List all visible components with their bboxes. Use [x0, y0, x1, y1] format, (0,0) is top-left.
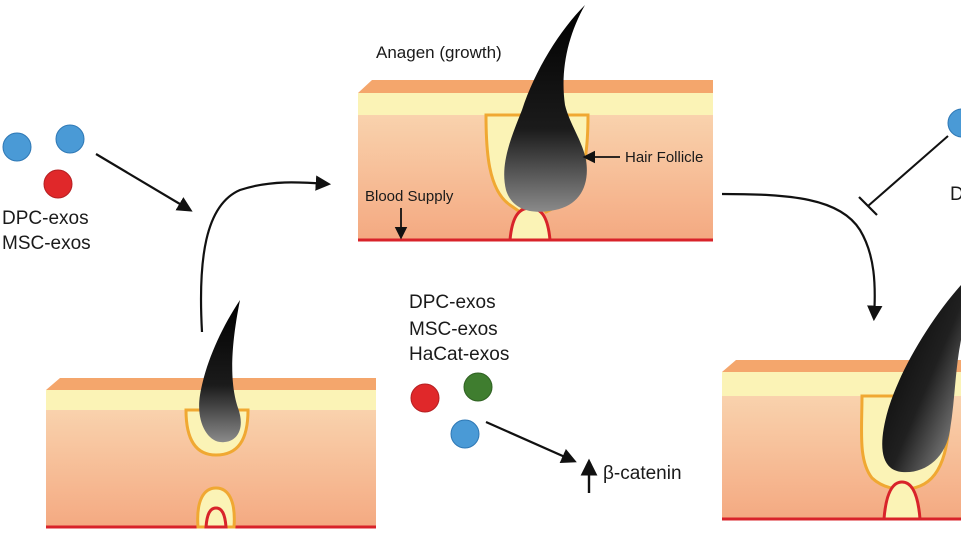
bl-dermal-papilla: [204, 506, 228, 529]
middle-exo-green: [463, 372, 493, 402]
left-exo-label-1: DPC-exos: [2, 208, 89, 229]
left-exo-blue-2: [55, 124, 85, 154]
anagen-hair: [504, 5, 587, 212]
br-skin-top-bevel: [722, 360, 961, 372]
inhibition-line: [867, 135, 949, 207]
br-hair: [882, 285, 961, 473]
bottom-right-skin-block: [722, 285, 961, 521]
anagen-skin-block: [358, 5, 713, 242]
middle-exo-blue: [450, 419, 480, 449]
hair-follicle-label: Hair Follicle: [625, 149, 703, 166]
left-exo-red: [43, 169, 73, 199]
beta-catenin-label: β-catenin: [603, 463, 682, 484]
middle-exo-red: [410, 383, 440, 413]
left-exo-blue-1: [2, 132, 32, 162]
blood-supply-label: Blood Supply: [365, 188, 454, 205]
anagen-title: Anagen (growth): [376, 43, 502, 62]
arrow-left-exos: [95, 153, 193, 212]
middle-exo-label-2: MSC-exos: [409, 319, 498, 340]
arrow-to-anagen: [199, 175, 332, 333]
arrow-middle-exos: [485, 420, 577, 464]
left-exo-label-2: MSC-exos: [2, 233, 91, 254]
middle-exo-label-1: DPC-exos: [409, 292, 496, 313]
bl-hair: [199, 300, 241, 443]
br-dermal-papilla: [882, 480, 922, 521]
right-exo-blue-partial: [947, 108, 961, 138]
bottom-left-skin-block: [46, 300, 376, 529]
right-partial-label: D: [950, 184, 961, 205]
inhibition-bar: [858, 196, 878, 216]
arrow-to-right-stage: [721, 192, 883, 322]
middle-exo-label-3: HaCat-exos: [409, 344, 509, 365]
